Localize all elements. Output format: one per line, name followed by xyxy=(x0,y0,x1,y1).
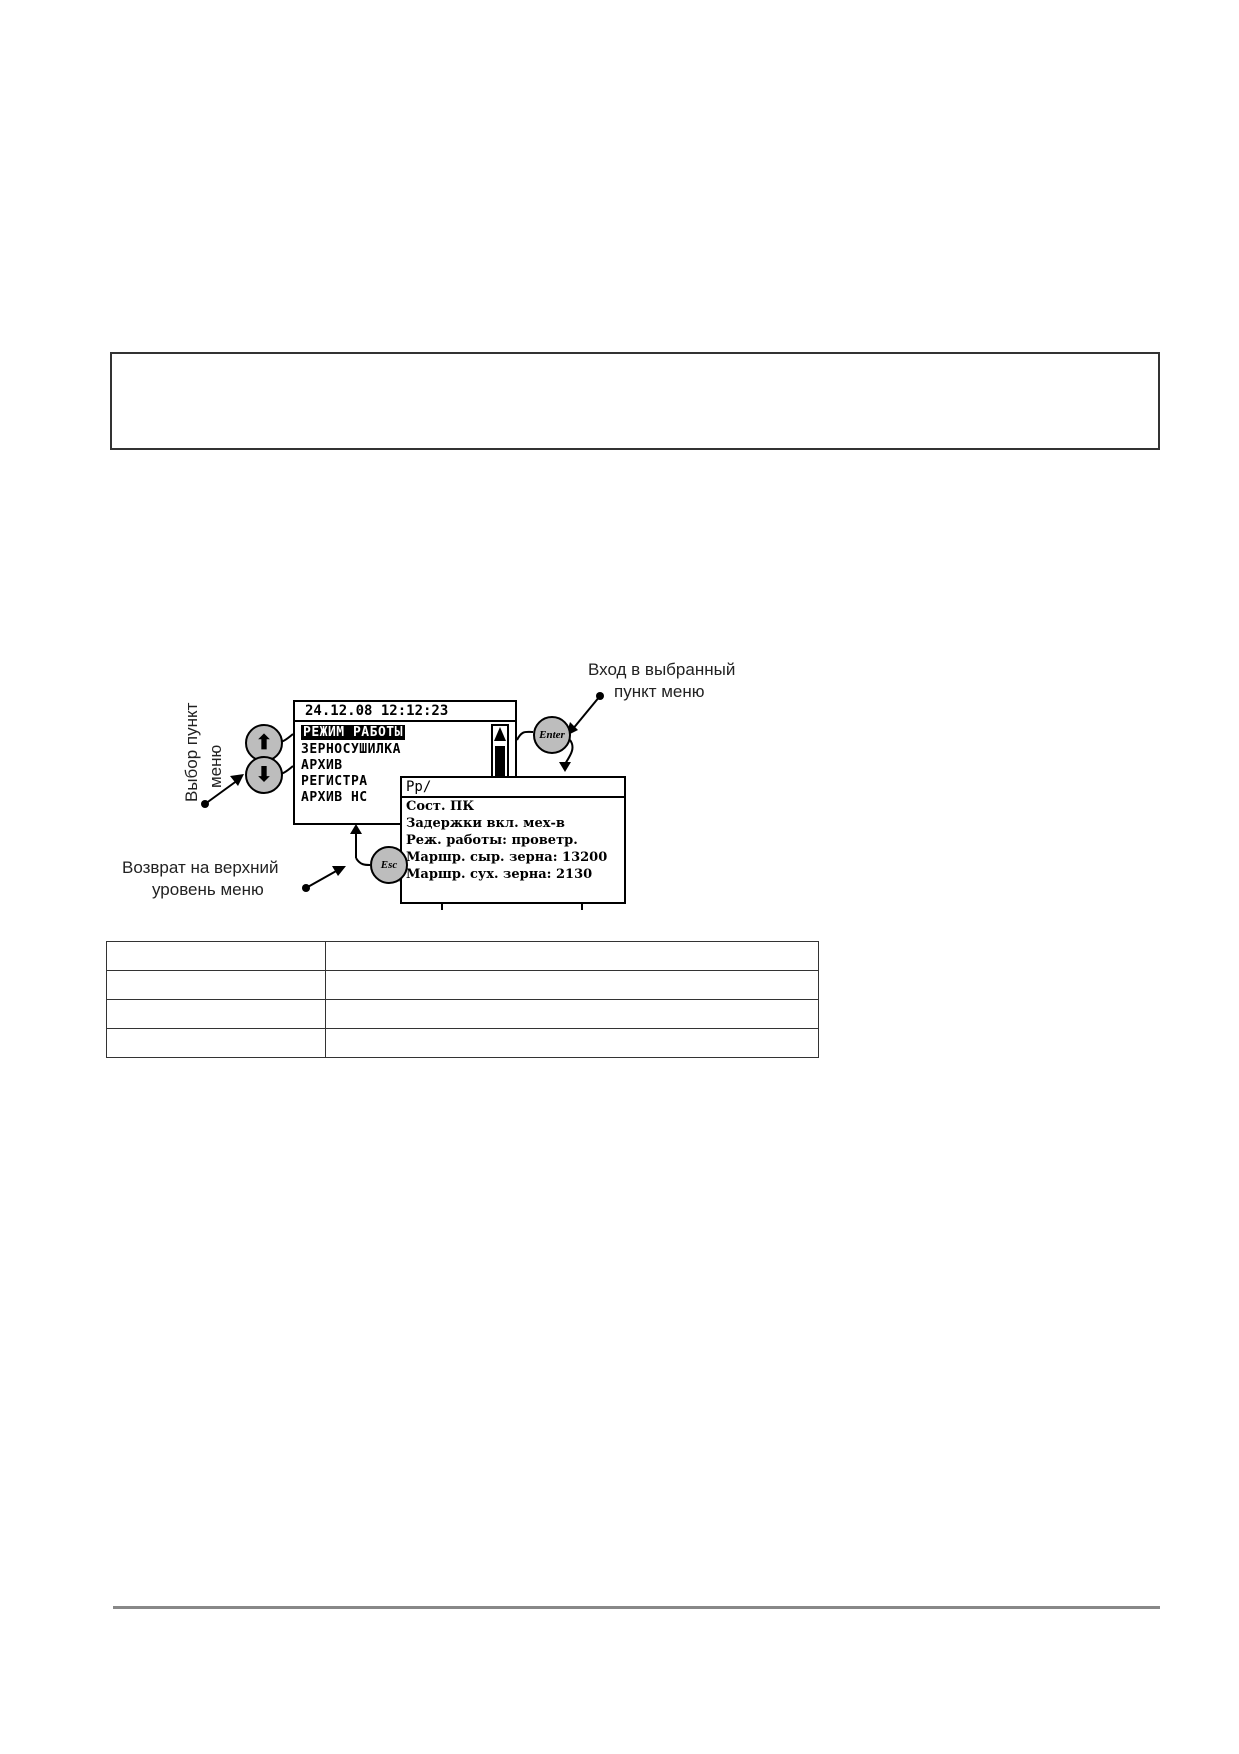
table-cell xyxy=(325,999,819,1029)
footer-divider xyxy=(113,1606,1160,1609)
note-box xyxy=(110,352,1160,450)
menu-item-registration[interactable]: РЕГИСТРА xyxy=(301,774,368,789)
table-cell xyxy=(106,941,326,971)
table-cell xyxy=(325,941,819,971)
scroll-up-arrow-icon xyxy=(494,727,506,741)
empty-table xyxy=(106,941,819,1058)
menu-item-dryer[interactable]: ЗЕРНОСУШИЛКА xyxy=(301,742,401,757)
lcd-submenu-screen: Рр/ Сост. ПК Задержки вкл. мех-в Реж. ра… xyxy=(400,776,626,904)
table-row xyxy=(106,941,819,971)
menu-navigation-figure: 24.12.08 12:12:23 РЕЖИМ РАБОТЫ ЗЕРНОСУШИ… xyxy=(110,660,830,920)
esc-button[interactable]: Esc xyxy=(370,846,408,884)
menu-item-archive-ns[interactable]: АРХИВ НС xyxy=(301,790,368,805)
enter-annotation-line1: Вход в выбранный xyxy=(588,660,736,679)
table-row xyxy=(106,1028,819,1058)
table-cell xyxy=(106,999,326,1029)
lcd-datetime: 24.12.08 12:12:23 xyxy=(295,702,515,722)
down-button[interactable]: ⬇ xyxy=(245,756,283,794)
enter-annotation-line2: пункт меню xyxy=(614,682,705,701)
enter-button[interactable]: Enter xyxy=(533,716,571,754)
submenu-item[interactable]: Задержки вкл. мех-в xyxy=(406,816,565,831)
select-annotation-line2: меню xyxy=(206,744,225,788)
select-annotation-line1: Выбор пункт xyxy=(182,702,201,802)
return-annotation-line1: Возврат на верхний xyxy=(122,858,279,877)
arrow-down-icon: ⬇ xyxy=(255,764,273,786)
submenu-item[interactable]: Маршр. сух. зерна: 2130 xyxy=(406,867,593,882)
table-cell xyxy=(325,970,819,1000)
table-cell xyxy=(325,1028,819,1058)
scroll-thumb[interactable] xyxy=(495,746,505,776)
up-button[interactable]: ⬆ xyxy=(245,724,283,762)
submenu-item[interactable]: Маршр. сыр. зерна: 13200 xyxy=(406,850,608,865)
table-cell xyxy=(106,970,326,1000)
submenu-path: Рр/ xyxy=(402,778,624,798)
enter-label: Enter xyxy=(539,729,565,741)
table-cell xyxy=(106,1028,326,1058)
arrow-up-icon: ⬆ xyxy=(255,732,273,754)
table-row xyxy=(106,970,819,1000)
table-row xyxy=(106,999,819,1029)
return-annotation-line2: уровень меню xyxy=(152,880,264,899)
menu-item-mode[interactable]: РЕЖИМ РАБОТЫ xyxy=(301,725,405,740)
submenu-item[interactable]: Реж. работы: проветр. xyxy=(406,833,578,848)
menu-item-archive[interactable]: АРХИВ xyxy=(301,758,343,773)
esc-label: Esc xyxy=(380,859,398,871)
submenu-item[interactable]: Сост. ПК xyxy=(406,799,475,814)
